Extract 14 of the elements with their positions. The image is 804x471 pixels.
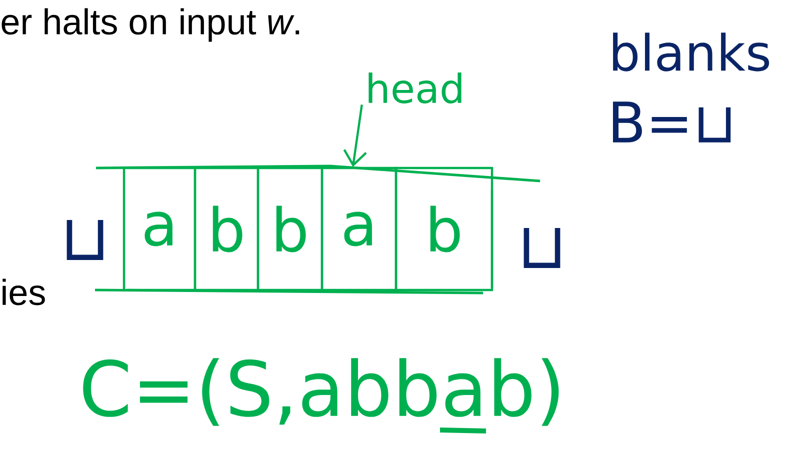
tape-cell: b <box>256 166 324 292</box>
tape-cell: a <box>320 166 398 292</box>
slide-text: ies <box>2 278 45 306</box>
slide-text: er halts on input w. <box>2 8 300 42</box>
tape-cell: b <box>194 166 260 292</box>
tape-cell: b <box>394 166 494 292</box>
head-label: head <box>368 72 462 104</box>
blank-symbol: ⊔ <box>524 228 560 268</box>
handwritten-text: B=⊔ <box>612 102 731 142</box>
blank-symbol: ⊔ <box>66 220 104 260</box>
handwritten-text: C=(S,abbab) <box>83 358 559 426</box>
tape-cell: a <box>122 166 196 292</box>
arrow <box>343 104 367 167</box>
handwritten-text: blanks <box>613 32 770 72</box>
